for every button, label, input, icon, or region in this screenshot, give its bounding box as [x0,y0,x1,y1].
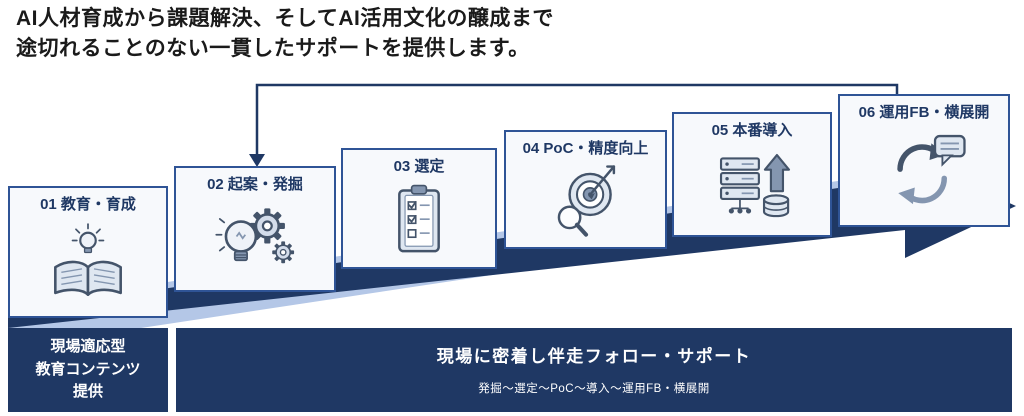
step-label: 02 起案・発掘 [207,176,303,193]
support-banner: 現場に密着し伴走フォロー・サポート 発掘〜選定〜PoC〜導入〜運用FB・横展開 [176,328,1012,412]
clipboard-checklist-icon [398,184,440,253]
support-banner-title: 現場に密着し伴走フォロー・サポート [436,347,752,366]
step-box-03-selection: 03 選定 [341,148,497,269]
step-box-06-rollout: 06 運用FB・横展開 [838,94,1010,227]
target-dart-magnifier-icon [557,165,615,237]
feedback-arrowhead [249,154,265,167]
step-box-01-education: 01 教育・育成 [8,186,168,318]
cycle-feedback-icon [897,134,966,205]
open-book-lightbulb-icon [54,223,122,296]
step-label: 06 運用FB・横展開 [858,104,990,121]
step-label: 03 選定 [393,158,445,175]
lightbulb-gears-icon [215,208,295,264]
page-title: AI人材育成から課題解決、そしてAI活用文化の醸成まで 途切れることのない一貫し… [16,4,554,64]
feedback-arrow-line [255,83,899,156]
title-line-2: 途切れることのない一貫したサポートを提供します。 [16,36,530,60]
left-banner-label: 現場適応型 教育コンテンツ 提供 [35,338,141,401]
server-deploy-icon [719,153,791,218]
step-label: 04 PoC・精度向上 [522,140,649,157]
step-label: 01 教育・育成 [40,196,136,213]
step-label: 05 本番導入 [711,122,793,139]
step-box-05-production: 05 本番導入 [672,112,832,237]
left-banner: 現場適応型 教育コンテンツ 提供 [8,328,168,412]
support-banner-subtitle: 発掘〜選定〜PoC〜導入〜運用FB・横展開 [478,383,710,395]
step-box-02-ideation: 02 起案・発掘 [174,166,336,292]
step-box-04-poc: 04 PoC・精度向上 [504,130,667,249]
title-line-1: AI人材育成から課題解決、そしてAI活用文化の醸成まで [16,7,554,30]
